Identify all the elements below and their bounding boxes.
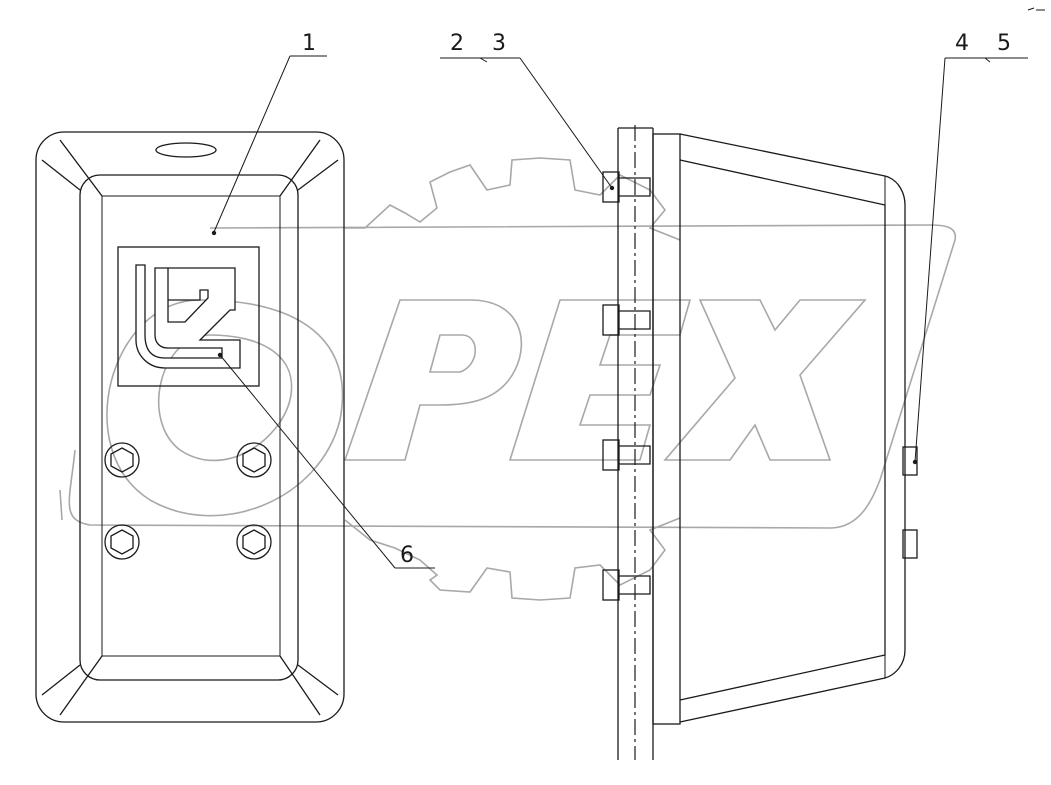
leader-lines <box>211 55 1028 569</box>
callout-1: 1 <box>302 31 316 56</box>
cover-bolt-bottom-right <box>236 524 272 560</box>
callout-4: 4 <box>955 31 969 56</box>
manufacturer-logo <box>135 264 241 369</box>
cover-bolt-bottom-left <box>104 524 140 560</box>
front-view <box>35 131 345 723</box>
callout-3: 3 <box>492 31 506 56</box>
callout-6: 6 <box>400 543 414 568</box>
side-bolt-4 <box>602 569 651 601</box>
housing-face <box>79 174 299 681</box>
top-slot <box>155 142 217 158</box>
callout-2: 2 <box>450 31 464 56</box>
cover-bolt-top-left <box>104 442 140 478</box>
side-bolt-1 <box>602 171 651 203</box>
flange <box>652 133 681 725</box>
side-bolt-5 <box>902 446 918 476</box>
corner-mark <box>1027 7 1045 11</box>
housing-outline <box>35 131 345 723</box>
cover-bolt-top-right <box>236 442 272 478</box>
callout-5: 5 <box>997 31 1011 56</box>
watermark-logo <box>59 157 956 601</box>
side-bolt-2 <box>602 304 651 336</box>
cover-panel <box>101 195 281 657</box>
nameplate <box>117 246 260 387</box>
side-bolt-6 <box>902 529 918 559</box>
side-bolt-3 <box>602 439 651 471</box>
side-view <box>602 125 918 760</box>
